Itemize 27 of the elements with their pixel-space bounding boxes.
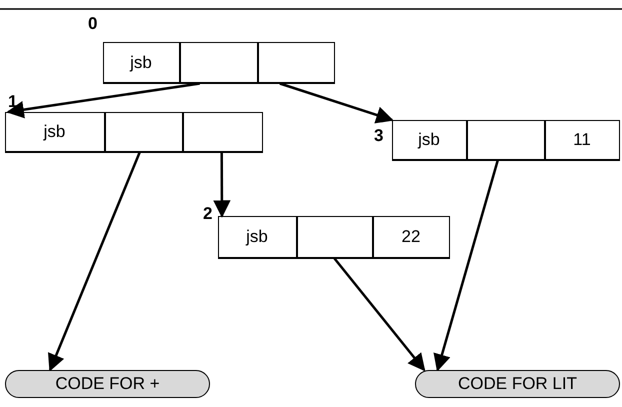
pointer-cell: [182, 112, 262, 152]
arrow: [279, 82, 394, 124]
pointer-cell: [296, 216, 372, 258]
field-cell: jsb: [392, 120, 466, 160]
field-cell: 22: [372, 216, 450, 258]
record-number: 0: [88, 14, 98, 34]
pointer-cell: [258, 42, 334, 84]
arrow: [48, 152, 141, 372]
record-box: [218, 216, 450, 258]
field-cell: 11: [544, 120, 620, 160]
field-cell: jsb: [102, 42, 180, 84]
field-cell: jsb: [4, 112, 104, 152]
record-box: [5, 112, 263, 152]
pointer-cell: [104, 112, 182, 152]
pointer-cell: [466, 120, 544, 160]
arrow: [433, 160, 499, 372]
pointer-cell: [180, 42, 258, 84]
arrow: [213, 152, 231, 218]
arrow: [6, 82, 200, 118]
record-number: 2: [203, 204, 212, 224]
record-number: 3: [374, 126, 384, 146]
record-box: [392, 120, 620, 160]
arrow: [334, 258, 426, 372]
record-box: [103, 42, 335, 83]
code-terminal: CODE FOR LIT: [415, 370, 620, 398]
code-terminal: CODE FOR +: [5, 370, 210, 398]
field-cell: jsb: [218, 216, 296, 258]
